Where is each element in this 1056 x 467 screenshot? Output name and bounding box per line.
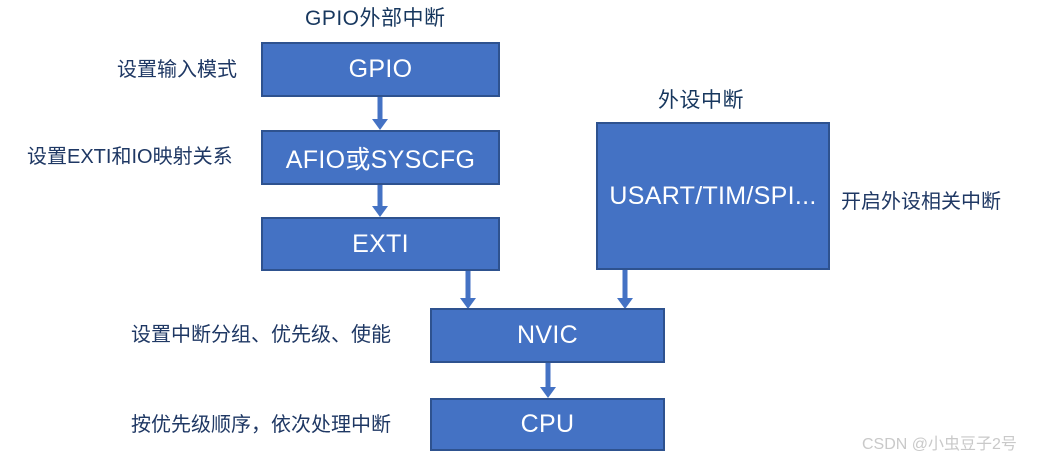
box-cpu[interactable]: CPU [430,398,665,451]
arrow-shaft [545,363,551,387]
arrow-head [460,298,476,309]
arrow-shaft [377,185,383,206]
arrow-peripherals-to-nvic [609,270,641,309]
box-nvic[interactable]: NVIC [430,308,665,363]
box-exti[interactable]: EXTI [261,217,500,271]
arrow-head [372,206,388,217]
arrow-gpio-to-afio [364,97,396,130]
arrow-head [617,298,633,309]
box-afio-syscfg[interactable]: AFIO或SYSCFG [261,130,500,185]
arrow-shaft [465,271,471,298]
csdn-watermark: CSDN @小虫豆子2号 [862,436,1017,453]
box-peripherals[interactable]: USART/TIM/SPI... [596,122,830,270]
annotation-cpu-note: 按优先级顺序，依次处理中断 [131,414,391,436]
annotation-peripheral-note: 开启外设相关中断 [841,191,1001,213]
annotation-nvic-note: 设置中断分组、优先级、使能 [131,324,391,346]
arrow-exti-to-nvic [452,271,484,309]
arrow-nvic-to-cpu [532,363,564,398]
annotation-gpio-note: 设置输入模式 [117,59,237,81]
gpio-path-title: GPIO外部中断 [305,7,446,30]
arrow-shaft [622,270,628,298]
arrow-shaft [377,97,383,119]
arrow-afio-to-exti [364,185,396,217]
box-gpio[interactable]: GPIO [261,42,500,97]
peripheral-path-title: 外设中断 [658,89,744,112]
arrow-head [540,387,556,398]
annotation-afio-note: 设置EXTI和IO映射关系 [27,146,233,168]
arrow-head [372,119,388,130]
